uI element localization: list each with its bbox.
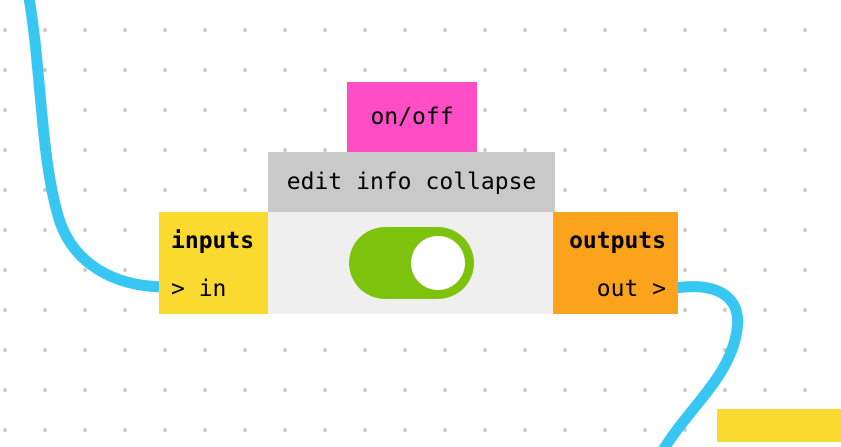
- inputs-panel: inputs > in: [159, 212, 268, 314]
- input-port-in[interactable]: > in: [171, 276, 227, 302]
- output-port-out[interactable]: out >: [596, 276, 666, 302]
- toggle-switch[interactable]: [349, 227, 474, 299]
- info-button[interactable]: info: [356, 169, 412, 195]
- wire-output[interactable]: [658, 281, 744, 447]
- node-title: on/off: [370, 104, 454, 130]
- node-title-tab[interactable]: on/off: [347, 82, 477, 152]
- inputs-label: inputs: [171, 228, 255, 254]
- partial-node[interactable]: [717, 409, 841, 442]
- edit-button[interactable]: edit: [286, 169, 343, 195]
- toggle-knob: [411, 236, 465, 290]
- node-toolbar: edit info collapse: [268, 152, 555, 212]
- collapse-button[interactable]: collapse: [425, 169, 537, 195]
- node-body: [268, 212, 555, 314]
- outputs-label: outputs: [569, 228, 666, 254]
- outputs-panel: outputs out >: [553, 212, 678, 314]
- wire-input[interactable]: [23, 0, 167, 293]
